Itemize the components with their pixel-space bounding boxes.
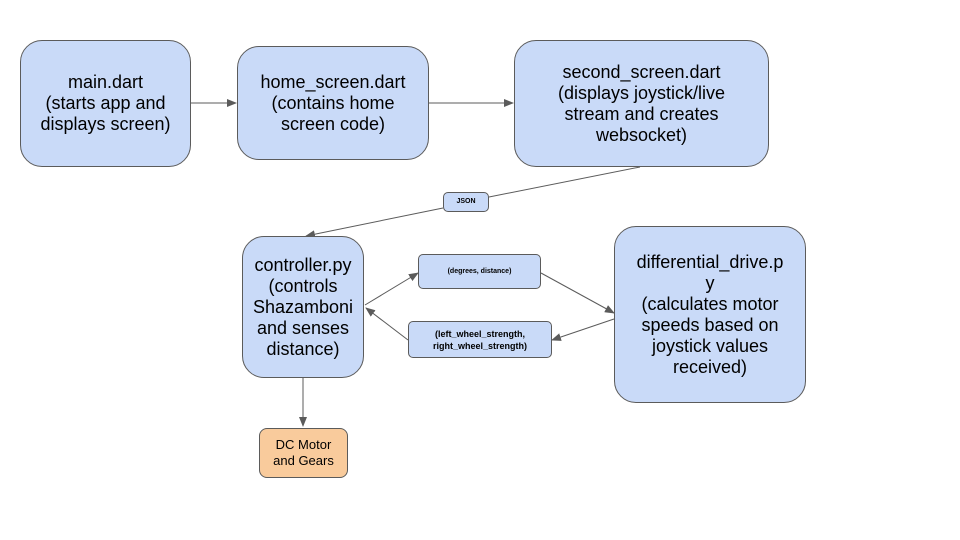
node-controller-text: controller.py (controls Shazamboni and s… [252,254,354,359]
edge-second-to-json [488,166,641,198]
label-degrees-distance-text: (degrees, distance) [447,267,512,275]
label-degrees-distance: (degrees, distance) [418,254,541,289]
edge-json-to-controller [305,207,444,239]
node-second-screen-text: second_screen.dart (displays joystick/li… [557,61,726,145]
label-json-text: JSON [456,198,476,205]
node-home-screen-text: home_screen.dart (contains home screen c… [260,71,406,134]
node-main-dart-text: main.dart (starts app and displays scree… [40,72,171,134]
node-main-dart: main.dart (starts app and displays scree… [20,40,191,167]
label-json: JSON [443,192,489,212]
edge-drive-to-wheels [551,318,615,341]
edge-degrees-to-drive [540,272,615,314]
node-home-screen: home_screen.dart (contains home screen c… [237,46,429,160]
edge-controller-to-degrees [364,272,419,306]
label-wheel-strength-text: (left_wheel_strength, right_wheel_streng… [432,328,527,351]
node-differential-drive: differential_drive.p y (calculates motor… [614,226,806,403]
node-dc-motor-text: DC Motor and Gears [273,437,334,468]
node-dc-motor: DC Motor and Gears [259,428,348,478]
node-second-screen: second_screen.dart (displays joystick/li… [514,40,769,167]
node-differential-drive-text: differential_drive.p y (calculates motor… [636,251,784,377]
label-wheel-strength: (left_wheel_strength, right_wheel_streng… [408,321,552,358]
edge-wheels-to-controller [365,307,409,341]
node-controller: controller.py (controls Shazamboni and s… [242,236,364,378]
